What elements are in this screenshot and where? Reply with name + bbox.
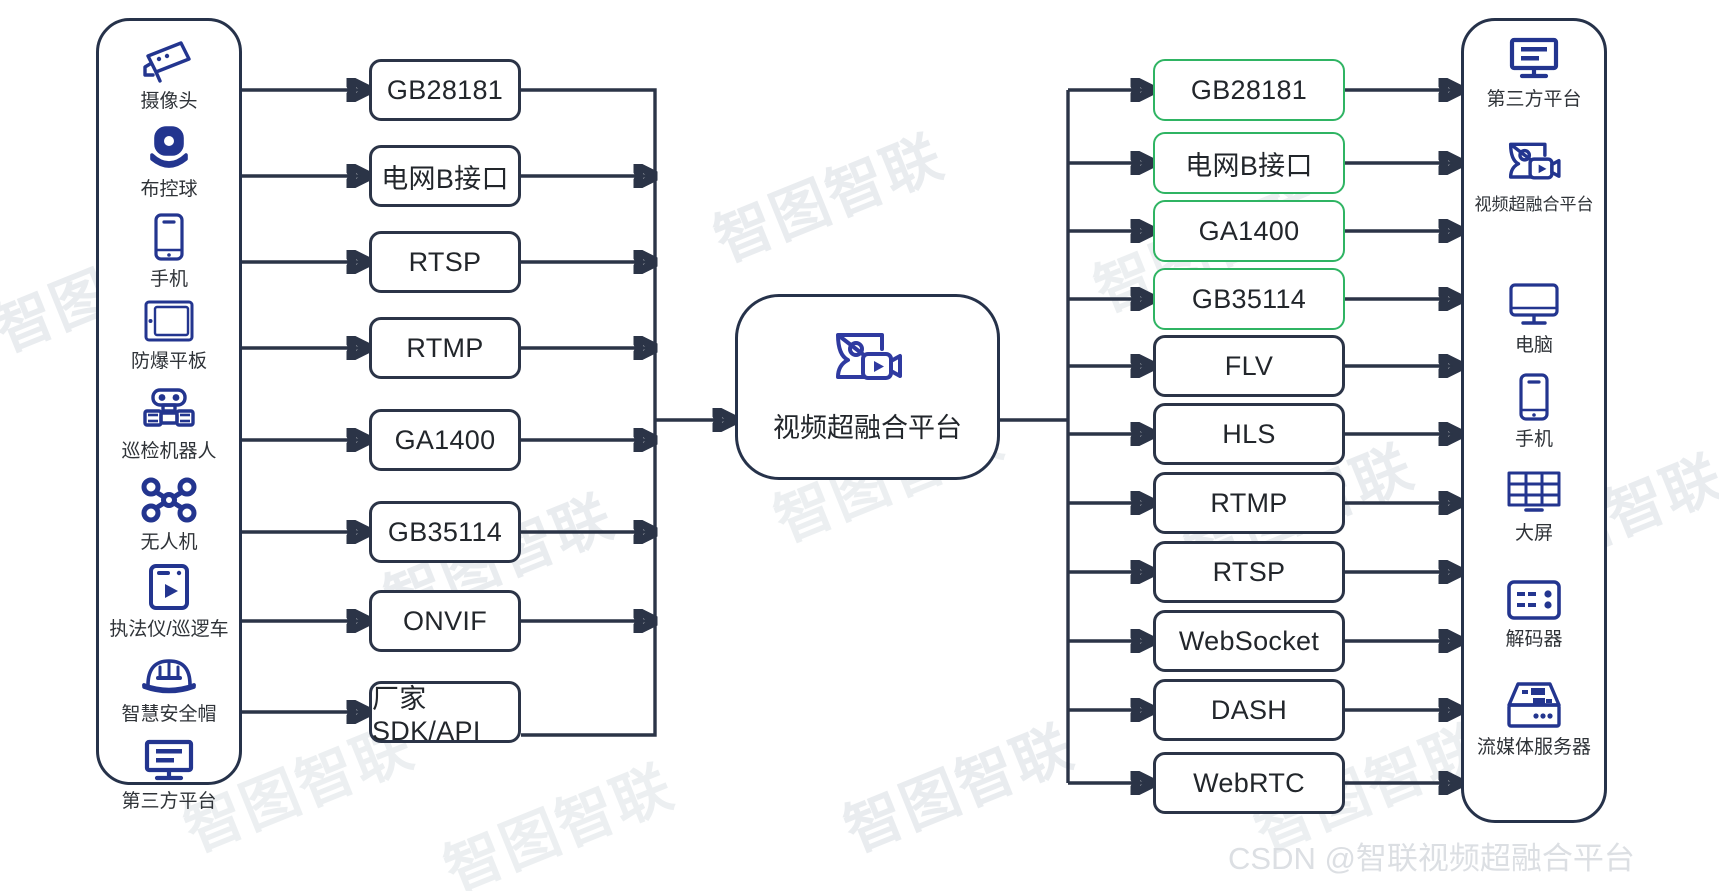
output-device-panel: 第三方平台 视频超融合平台 <box>1461 18 1607 823</box>
output-protocol-box[interactable]: RTMP <box>1153 472 1345 534</box>
device-label: 第三方平台 <box>1486 89 1582 110</box>
device-label: 智慧安全帽 <box>121 704 217 725</box>
output-protocol-box[interactable]: FLV <box>1153 335 1345 397</box>
hub-label: 视频超融合平台 <box>773 413 962 443</box>
device-item[interactable]: 流媒体服务器 <box>1464 681 1604 759</box>
output-protocol-box[interactable]: 电网B接口 <box>1153 132 1345 194</box>
desktop-monitor-icon <box>1507 283 1561 327</box>
device-label: 视频超融合平台 <box>1474 195 1594 214</box>
protocol-label: 电网B接口 <box>381 163 509 194</box>
protocol-label: RTSP <box>1212 556 1286 587</box>
ptz-dome-camera-icon <box>144 125 194 171</box>
protocol-label: RTSP <box>408 246 482 277</box>
inspection-robot-icon <box>141 387 197 433</box>
input-protocol-box[interactable]: GB35114 <box>369 501 521 563</box>
device-item[interactable]: 无人机 <box>99 476 239 554</box>
device-item[interactable]: 解码器 <box>1464 579 1604 651</box>
protocol-label: GB35114 <box>387 516 503 547</box>
device-item[interactable]: 防爆平板 <box>99 299 239 373</box>
decoder-icon <box>1506 579 1562 621</box>
device-label: 摄像头 <box>140 91 198 112</box>
output-protocol-box[interactable]: HLS <box>1153 403 1345 465</box>
source-device-panel: 摄像头 布控球 手机 <box>96 18 242 812</box>
video-fusion-platform-icon <box>1506 139 1562 187</box>
video-fusion-platform-icon <box>832 329 904 394</box>
output-protocol-box[interactable]: WebSocket <box>1153 610 1345 672</box>
input-protocol-box[interactable]: RTMP <box>369 317 521 379</box>
device-item[interactable]: 视频超融合平台 <box>1464 139 1604 215</box>
input-protocol-box[interactable]: 厂家SDK/API <box>369 681 521 746</box>
device-item[interactable]: 执法仪/巡逻车 <box>99 563 239 641</box>
video-fusion-platform-hub[interactable]: 视频超融合平台 <box>735 294 1000 480</box>
protocol-label: RTMP <box>1210 487 1288 518</box>
device-item[interactable]: 摄像头 <box>99 37 239 113</box>
protocol-label: HLS <box>1222 418 1276 449</box>
protocol-label: 厂家SDK/API <box>372 684 481 746</box>
device-item[interactable]: 电脑 <box>1464 283 1604 357</box>
device-item[interactable]: 布控球 <box>99 125 239 201</box>
smart-helmet-icon <box>141 654 197 696</box>
protocol-label: ONVIF <box>402 605 487 636</box>
protocol-label: GA1400 <box>1198 215 1300 246</box>
input-protocol-box[interactable]: GA1400 <box>369 409 521 471</box>
device-label: 无人机 <box>140 532 198 553</box>
device-label: 解码器 <box>1505 629 1563 650</box>
output-protocol-box[interactable]: RTSP <box>1153 541 1345 603</box>
device-label: 大屏 <box>1514 523 1553 544</box>
protocol-label: GB35114 <box>1191 283 1307 314</box>
device-item[interactable]: 第三方平台 <box>1464 37 1604 111</box>
output-protocol-box[interactable]: WebRTC <box>1153 752 1345 814</box>
device-item[interactable]: 大屏 <box>1464 471 1604 545</box>
protocol-label: GA1400 <box>394 424 496 455</box>
platform-screen-icon <box>143 739 195 783</box>
protocol-label: GB28181 <box>1190 74 1308 105</box>
cctv-camera-icon <box>141 37 197 83</box>
protocol-label: WebSocket <box>1178 625 1320 656</box>
input-protocol-box[interactable]: ONVIF <box>369 590 521 652</box>
device-item[interactable]: 手机 <box>1464 373 1604 451</box>
output-protocol-box[interactable]: DASH <box>1153 679 1345 741</box>
drone-icon <box>140 476 198 524</box>
protocol-label: WebRTC <box>1193 767 1305 798</box>
device-item[interactable]: 巡检机器人 <box>99 387 239 463</box>
input-protocol-box[interactable]: GB28181 <box>369 59 521 121</box>
device-label: 执法仪/巡逻车 <box>109 619 229 640</box>
device-label: 第三方平台 <box>121 791 217 812</box>
protocol-label: GB28181 <box>386 74 504 105</box>
mobile-phone-icon <box>151 213 187 261</box>
protocol-label: RTMP <box>406 332 484 363</box>
protocol-label: DASH <box>1210 694 1288 725</box>
mobile-phone-icon <box>1516 373 1552 421</box>
device-label: 电脑 <box>1514 335 1553 356</box>
device-label: 巡检机器人 <box>121 441 217 462</box>
output-protocol-box[interactable]: GA1400 <box>1153 200 1345 262</box>
protocol-label: FLV <box>1224 350 1274 381</box>
device-label: 布控球 <box>140 179 198 200</box>
streaming-server-icon <box>1505 681 1563 729</box>
device-label: 流媒体服务器 <box>1476 737 1591 758</box>
output-protocol-box[interactable]: GB28181 <box>1153 59 1345 121</box>
input-protocol-box[interactable]: RTSP <box>369 231 521 293</box>
output-protocol-box[interactable]: GB35114 <box>1153 268 1345 330</box>
device-label: 防爆平板 <box>130 351 207 372</box>
rugged-tablet-icon <box>143 299 195 343</box>
device-item[interactable]: 第三方平台 <box>99 739 239 813</box>
body-camera-icon <box>148 563 190 611</box>
protocol-label: 电网B接口 <box>1185 150 1313 181</box>
video-wall-icon <box>1506 471 1562 515</box>
device-item[interactable]: 智慧安全帽 <box>99 654 239 726</box>
device-label: 手机 <box>1514 429 1553 450</box>
device-item[interactable]: 手机 <box>99 213 239 291</box>
input-protocol-box[interactable]: 电网B接口 <box>369 145 521 207</box>
platform-screen-icon <box>1508 37 1560 81</box>
device-label: 手机 <box>149 269 188 290</box>
